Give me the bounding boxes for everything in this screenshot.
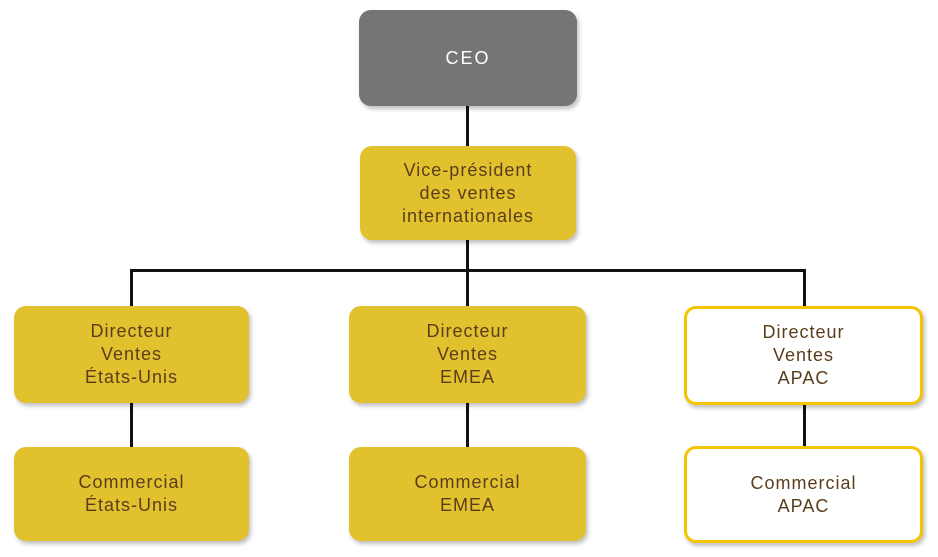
vp-label-line-2: des ventes (419, 182, 517, 203)
director-usa-line-2: Ventes (100, 344, 163, 364)
vp-label-line-1: Vice-président (403, 159, 533, 180)
connector-director-rep-3 (803, 403, 806, 447)
rep-emea-line-2: EMEA (439, 495, 495, 515)
connector-bus-director-3 (803, 269, 806, 306)
rep-usa-box: Commercial États-Unis (14, 447, 249, 541)
director-usa-line-3: États-Unis (84, 367, 179, 387)
rep-usa-line-1: Commercial (78, 472, 185, 492)
director-emea-line-1: Directeur (426, 321, 509, 341)
director-usa-box: Directeur Ventes États-Unis (14, 306, 249, 403)
director-apac-line-1: Directeur (762, 322, 845, 342)
director-apac-box: Directeur Ventes APAC (684, 306, 923, 405)
rep-apac-box: Commercial APAC (684, 446, 923, 543)
director-emea-box: Directeur Ventes EMEA (349, 306, 586, 403)
connector-bus-director-2 (466, 269, 469, 306)
director-apac-line-2: Ventes (772, 345, 835, 365)
rep-emea-line-1: Commercial (414, 472, 521, 492)
connector-bus-director-1 (130, 269, 133, 306)
vp-box: Vice-président des ventes internationale… (360, 146, 576, 240)
ceo-label: CEO (445, 47, 491, 68)
rep-emea-box: Commercial EMEA (349, 447, 586, 541)
director-emea-line-2: Ventes (436, 344, 499, 364)
connector-vp-bus (466, 240, 469, 271)
vp-label-line-3: internationales (401, 205, 535, 226)
director-usa-line-1: Directeur (90, 321, 173, 341)
rep-apac-line-2: APAC (777, 495, 830, 516)
connector-ceo-vp (466, 106, 469, 146)
rep-apac-line-1: Commercial (750, 472, 857, 493)
director-apac-line-3: APAC (777, 368, 830, 388)
director-emea-line-3: EMEA (439, 367, 495, 387)
connector-director-rep-2 (466, 403, 469, 447)
ceo-box: CEO (359, 10, 577, 106)
rep-usa-line-2: États-Unis (84, 495, 179, 515)
connector-director-rep-1 (130, 403, 133, 447)
